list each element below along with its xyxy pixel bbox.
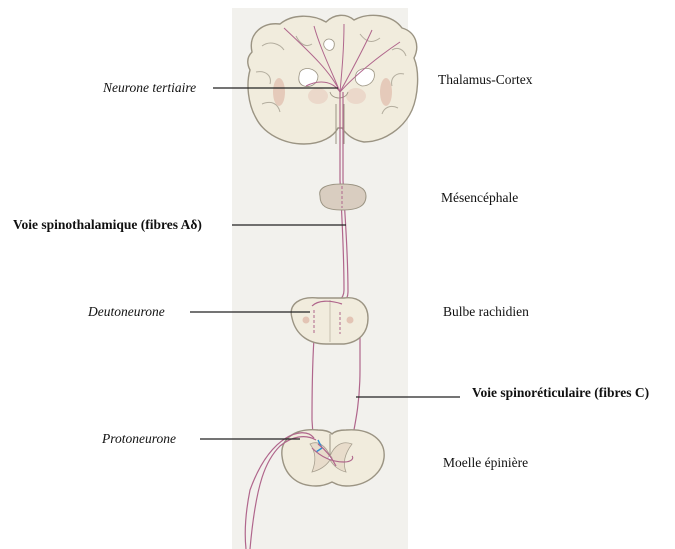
label-voie-spinoreticulaire: Voie spinoréticulaire (fibres C) xyxy=(472,385,649,401)
label-protoneurone: Protoneurone xyxy=(102,431,176,447)
medulla-section xyxy=(291,298,368,344)
level-mesencephale: Mésencéphale xyxy=(441,190,518,206)
label-neurone-tertiaire: Neurone tertiaire xyxy=(103,80,196,96)
label-deutoneurone: Deutoneurone xyxy=(88,304,165,320)
level-thalamus-cortex: Thalamus-Cortex xyxy=(438,72,532,88)
leader-lines xyxy=(190,88,460,439)
level-bulbe-rachidien: Bulbe rachidien xyxy=(443,304,529,320)
midbrain-section xyxy=(320,184,366,210)
ascending-pathways xyxy=(310,92,360,456)
label-voie-spinothalamique: Voie spinothalamique (fibres Aδ) xyxy=(13,217,202,233)
brain-coronal-section xyxy=(248,15,418,144)
spinal-cord-section xyxy=(245,430,384,549)
level-moelle-epiniere: Moelle épinière xyxy=(443,455,528,471)
